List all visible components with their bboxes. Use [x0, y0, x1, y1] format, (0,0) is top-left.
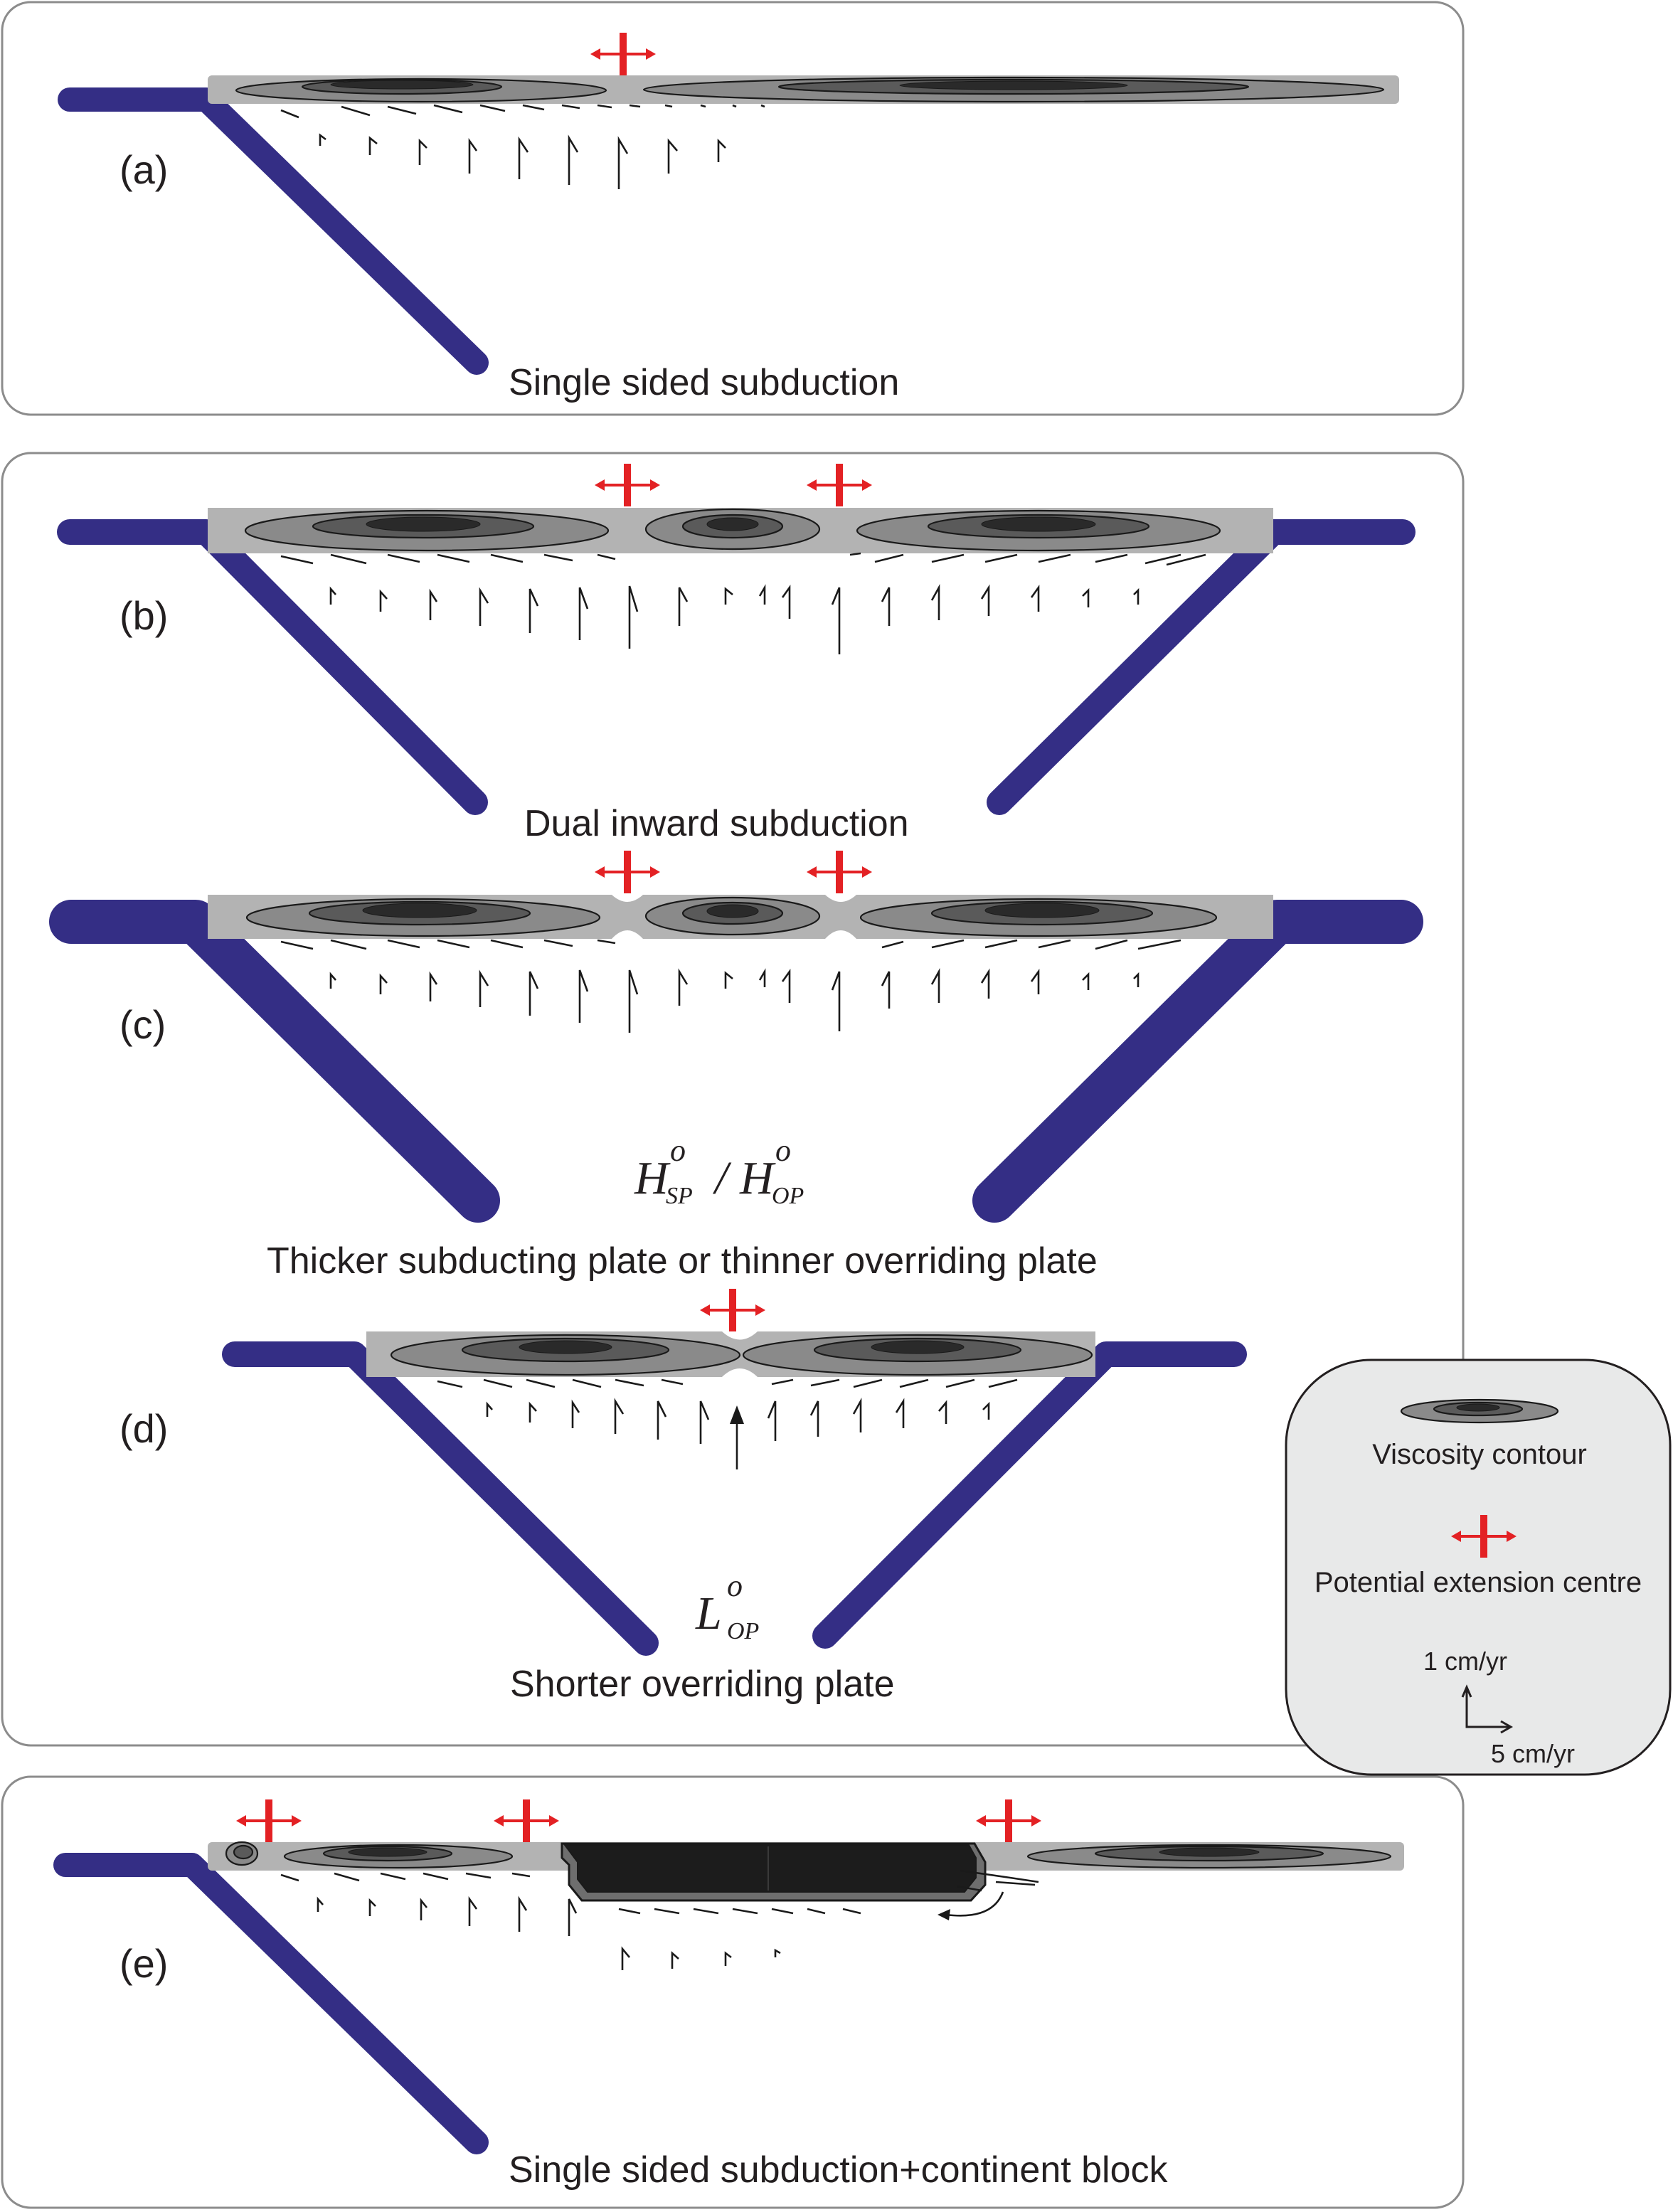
panel-c-left-slab	[49, 900, 500, 1223]
panel-b-right-slab	[987, 519, 1416, 815]
panel-a-slab	[58, 87, 489, 375]
legend: Viscosity contour Potential extension ce…	[1285, 1358, 1672, 1776]
panel-e-slab	[53, 1853, 489, 2154]
panel-a-label: (a)	[120, 147, 168, 192]
panel-b-velocity-vectors	[280, 552, 1206, 654]
panel-b: (b) Dual inward subduction	[57, 462, 1416, 844]
panel-e-viscosity-contours	[225, 1841, 1392, 1869]
parameter-h-op-symbol: H	[739, 1152, 776, 1204]
panel-a-caption: Single sided subduction	[509, 362, 899, 403]
panel-c-viscosity-contours	[245, 896, 1218, 937]
panel-e-label: (e)	[120, 1941, 168, 1986]
legend-viscosity-label: Viscosity contour	[1372, 1439, 1587, 1470]
panel-b-caption: Dual inward subduction	[524, 803, 909, 844]
panel-e-continent-block	[561, 1842, 987, 1902]
panel-c-caption: Thicker subducting plate or thinner over…	[267, 1240, 1098, 1282]
panel-d-label: (d)	[120, 1406, 168, 1451]
panel-e-caption: Single sided subduction+continent block	[509, 2149, 1169, 2191]
panel-b-extension-centres	[593, 462, 873, 508]
parameter-h-op-superscript: o	[775, 1133, 791, 1168]
panel-e-velocity-vectors	[280, 1869, 1039, 1970]
parameter-l-symbol: L	[695, 1588, 722, 1639]
legend-viscosity-swatch	[1400, 1398, 1559, 1424]
parameter-l-subscript: OP	[727, 1618, 759, 1644]
panel-d-extension-centre	[699, 1287, 767, 1333]
panel-b-viscosity-contours	[244, 508, 1221, 552]
panel-e-extension-centres	[235, 1798, 1043, 1844]
panel-c: (c) H o SP / H o OP Thicker subducting p…	[49, 849, 1423, 1282]
parameter-h-sp-subscript: SP	[666, 1183, 693, 1209]
panel-c-label: (c)	[120, 1002, 166, 1047]
panel-a-frame	[1, 1, 1465, 416]
legend-scale-arrow	[1465, 1687, 1511, 1728]
panel-a-velocity-vectors	[280, 104, 765, 189]
panel-e: (e) Single sided subduction+continent bl…	[1, 1775, 1465, 2209]
legend-box	[1285, 1358, 1672, 1776]
parameter-l-superscript: o	[727, 1568, 743, 1603]
parameter-slash: /	[712, 1152, 732, 1204]
panel-b-left-slab	[57, 519, 488, 815]
panel-e-frame	[1, 1775, 1465, 2209]
panel-d-caption: Shorter overriding plate	[510, 1664, 895, 1705]
panel-c-right-slab	[972, 900, 1423, 1223]
parameter-h-sp-symbol: H	[634, 1152, 671, 1204]
panel-d-parameter: L o OP	[695, 1568, 759, 1644]
panel-bcd-frame	[1, 452, 1465, 1747]
legend-scale-horizontal-label: 5 cm/yr	[1491, 1739, 1575, 1768]
panel-a-viscosity-contours	[235, 76, 1385, 103]
legend-scale-vertical-label: 1 cm/yr	[1423, 1647, 1507, 1676]
parameter-h-op-subscript: OP	[772, 1183, 804, 1209]
parameter-h-sp-superscript: o	[670, 1133, 686, 1168]
panel-d-left-slab	[222, 1341, 659, 1656]
panel-b-label: (b)	[120, 593, 168, 638]
panel-a-extension-centre	[589, 31, 657, 77]
panel-d-right-slab	[812, 1341, 1247, 1649]
panel-e-rotation-arrow	[945, 1891, 1004, 1917]
panel-a: (a) Single sided subduction	[1, 1, 1465, 416]
panel-d-viscosity-contours	[390, 1334, 1093, 1376]
panel-c-parameter: H o SP / H o OP	[634, 1133, 804, 1209]
legend-extension-label: Potential extension centre	[1314, 1567, 1642, 1598]
panel-c-velocity-vectors	[280, 939, 1181, 1033]
panel-d: (d) L o OP Shorter overriding plate	[120, 1287, 1247, 1705]
panel-d-velocity-vectors	[437, 1378, 1018, 1469]
panel-c-extension-centres	[593, 849, 873, 895]
